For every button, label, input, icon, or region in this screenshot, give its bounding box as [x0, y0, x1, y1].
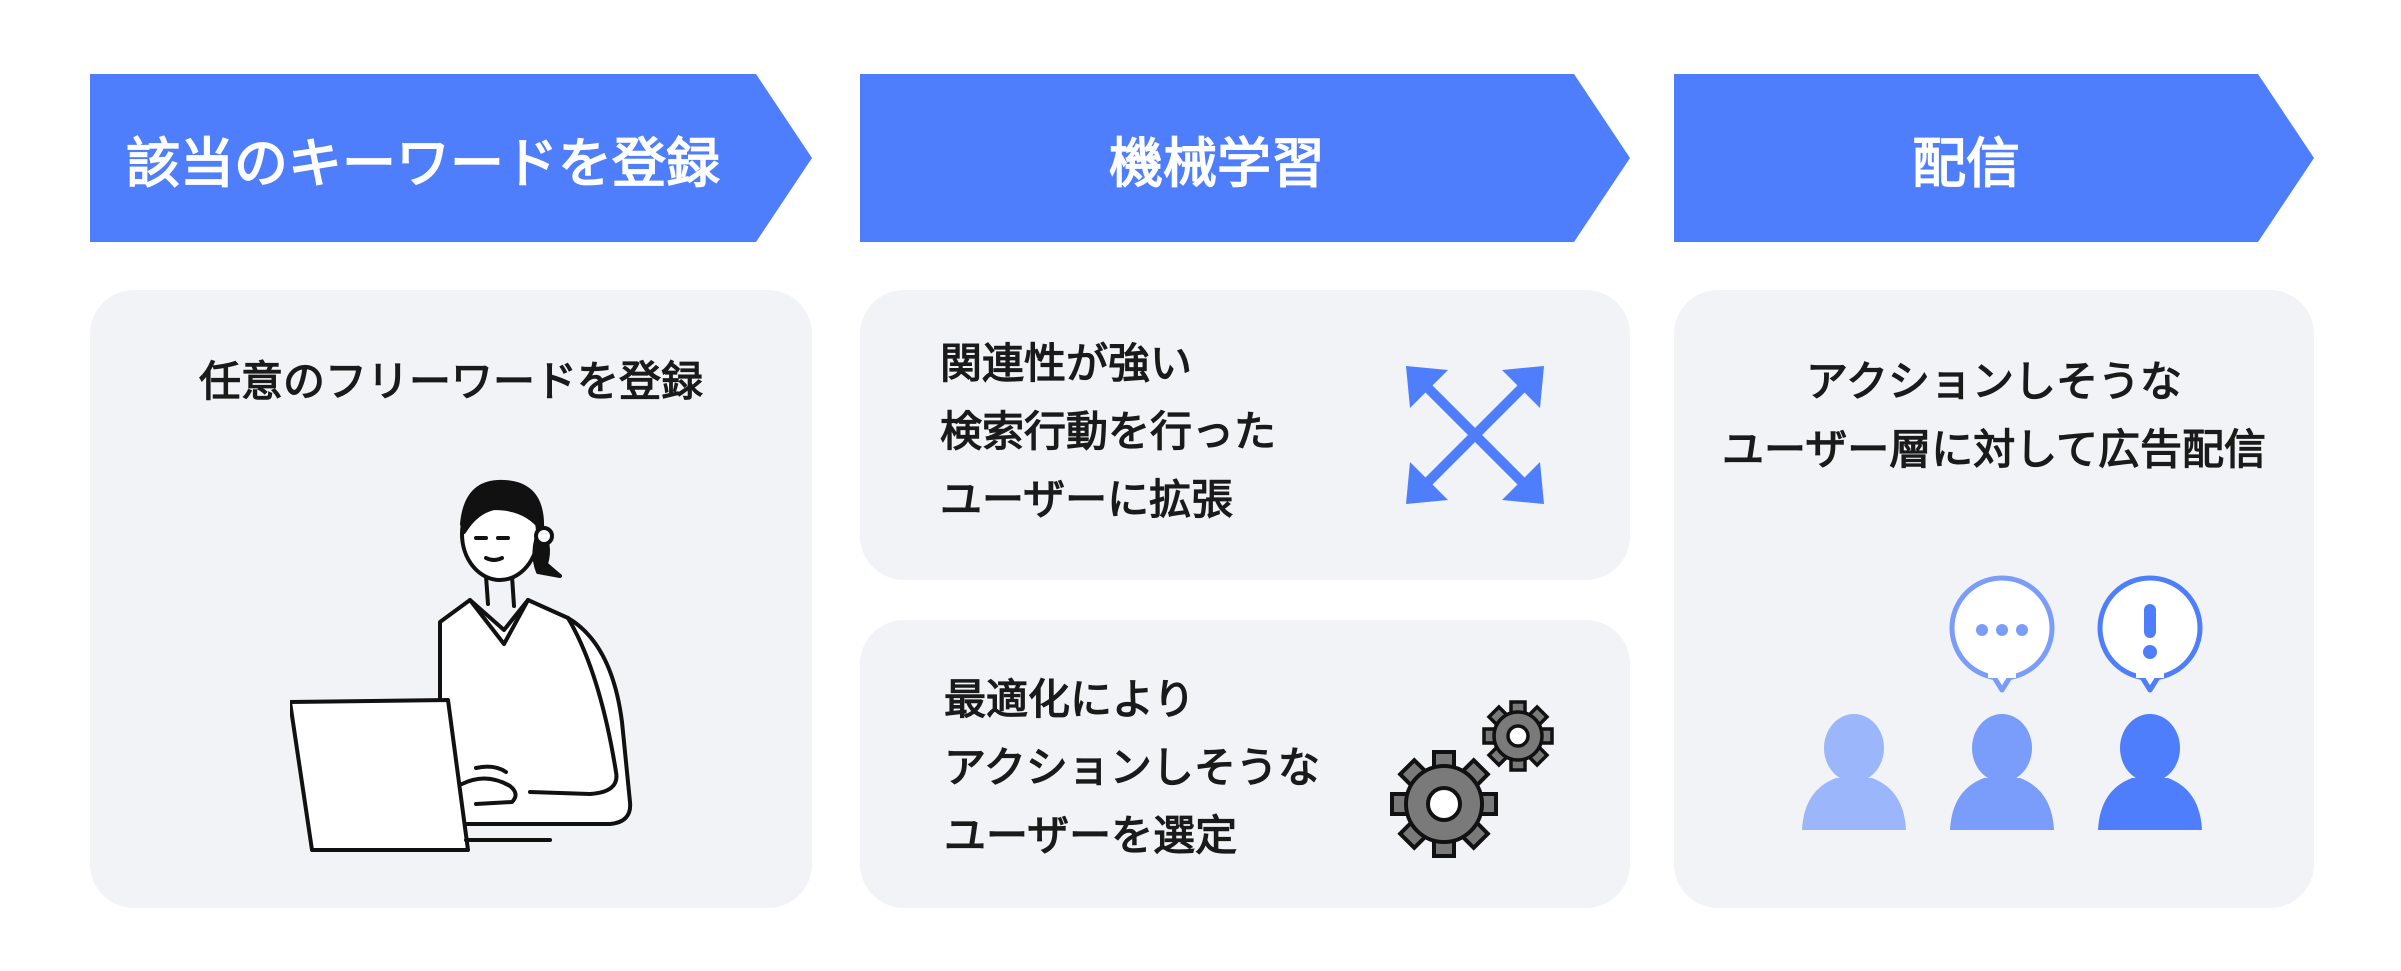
- text-line: ユーザーに拡張: [940, 475, 1234, 524]
- gears-icon: [1390, 700, 1554, 858]
- text-line: 検索行動を行った: [940, 407, 1277, 456]
- speech-bubble-exclamation-icon: [2097, 575, 2203, 693]
- panel-optimize: 最適化により アクションしそうな ユーザーを選定: [860, 620, 1630, 908]
- text-line: 最適化により: [944, 675, 1196, 724]
- text-line: アクションしそうな: [1806, 357, 2182, 406]
- text-line: ユーザー層に対して広告配信: [1722, 425, 2266, 474]
- person-laptop-illustration: [290, 479, 633, 852]
- text-line: 関連性が強い: [940, 339, 1193, 388]
- expand-arrows-icon: [1406, 366, 1544, 504]
- panel-expand: 関連性が強い 検索行動を行った ユーザーに拡張: [860, 290, 1630, 580]
- step-label: 該当のキーワードを登録: [126, 131, 720, 195]
- panel-optimize-text: 最適化により アクションしそうな ユーザーを選定: [944, 666, 1320, 870]
- step-machine-learning: 機械学習: [860, 74, 1630, 242]
- step-label: 配信: [1912, 131, 2020, 195]
- step-label: 機械学習: [1109, 131, 1325, 195]
- panel-register: 任意のフリーワードを登録: [90, 290, 812, 908]
- step-register-keyword: 該当のキーワードを登録: [90, 74, 812, 242]
- text-line: アクションしそうな: [944, 743, 1320, 792]
- panel-register-text: 任意のフリーワードを登録: [198, 357, 703, 406]
- speech-bubble-dots-icon: [1949, 575, 2055, 693]
- user-silhouettes-icon: [1802, 575, 2203, 830]
- step-delivery: 配信: [1674, 74, 2314, 242]
- panel-expand-text: 関連性が強い 検索行動を行った ユーザーに拡張: [940, 330, 1276, 534]
- text-line: ユーザーを選定: [944, 811, 1238, 860]
- panel-deliver-text: アクションしそうな ユーザー層に対して広告配信: [1674, 348, 2314, 484]
- panel-deliver: アクションしそうな ユーザー層に対して広告配信: [1674, 290, 2314, 908]
